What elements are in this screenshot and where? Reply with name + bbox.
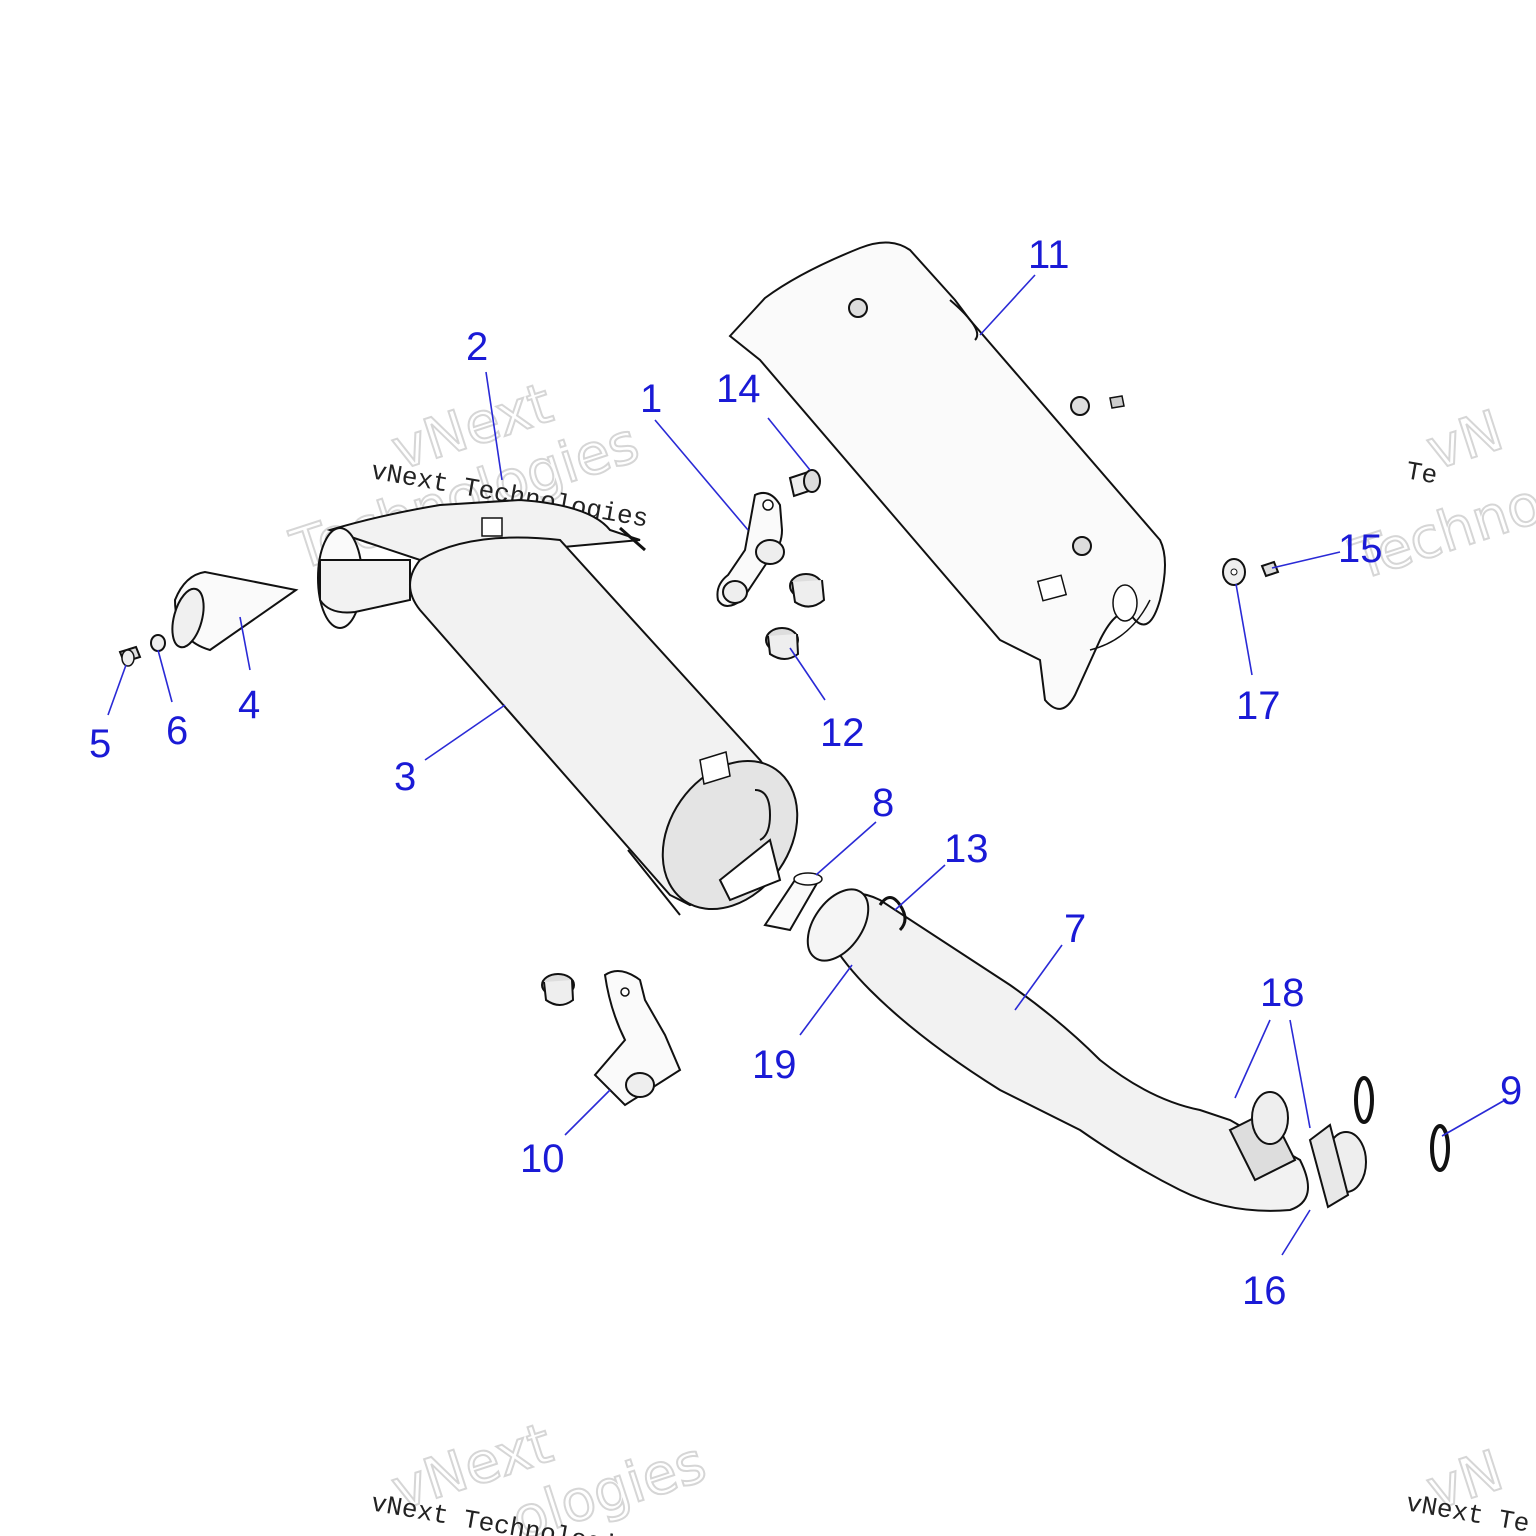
part-screw-15	[1260, 560, 1280, 578]
leader-9	[1441, 1099, 1506, 1137]
part-washer-6	[150, 634, 166, 652]
part-label-19: 19	[752, 1043, 797, 1087]
part-labels: 1 2 3 4 5 6 7 8 9 10 11 12 13 14 15 16 1…	[89, 233, 1522, 1313]
part-seal-ring-9b	[1430, 1124, 1450, 1172]
part-bracket-1	[716, 492, 785, 607]
leader-19	[799, 964, 853, 1036]
part-heat-shield	[728, 241, 1166, 710]
part-head-pipe	[806, 888, 1367, 1212]
part-seal-ring-9a	[1354, 1076, 1374, 1124]
part-label-12: 12	[820, 711, 865, 755]
part-label-9: 9	[1500, 1069, 1522, 1113]
leader-15	[1271, 551, 1341, 569]
part-gasket-8	[763, 872, 823, 932]
part-label-8: 8	[872, 781, 894, 825]
part-label-2: 2	[466, 325, 488, 369]
leader-4	[239, 616, 251, 671]
leader-17	[1235, 583, 1253, 676]
part-label-13: 13	[944, 827, 989, 871]
part-label-18: 18	[1260, 971, 1305, 1015]
part-label-15: 15	[1338, 527, 1383, 571]
part-washer-17	[1222, 558, 1246, 586]
part-bolt-5	[118, 645, 142, 667]
part-label-7: 7	[1064, 907, 1086, 951]
part-grommet-10	[541, 973, 575, 1006]
leader-lines	[107, 274, 1506, 1256]
watermark-te-right: Te	[1404, 456, 1440, 491]
part-cone-tip	[171, 570, 299, 652]
leader-5	[107, 664, 127, 716]
part-muffler	[317, 498, 799, 916]
part-label-17: 17	[1236, 684, 1281, 728]
leader-8	[815, 821, 877, 876]
part-screw-14	[788, 469, 821, 498]
part-label-11: 11	[1028, 233, 1070, 277]
part-label-16: 16	[1242, 1269, 1287, 1313]
part-bracket-10	[593, 970, 682, 1107]
leader-18a	[1234, 1019, 1271, 1099]
part-label-1: 1	[640, 377, 662, 421]
leader-14	[767, 417, 811, 471]
leader-11	[979, 274, 1036, 336]
part-label-6: 6	[166, 709, 188, 753]
part-grommet-12b	[765, 627, 800, 660]
leader-2	[485, 371, 503, 481]
leader-12	[789, 647, 826, 701]
part-label-3: 3	[394, 755, 416, 799]
part-grommet-12a	[789, 573, 826, 608]
leader-7	[1014, 944, 1063, 1011]
leader-10	[564, 1089, 611, 1136]
part-label-4: 4	[238, 683, 260, 727]
part-label-5: 5	[89, 722, 111, 766]
leader-6	[157, 649, 173, 703]
leader-18b	[1289, 1019, 1311, 1129]
leader-16	[1281, 1209, 1311, 1256]
leader-3	[424, 704, 506, 761]
part-label-14: 14	[716, 367, 761, 411]
leader-1	[654, 419, 749, 531]
leader-13	[894, 864, 946, 911]
part-label-10: 10	[520, 1137, 565, 1181]
